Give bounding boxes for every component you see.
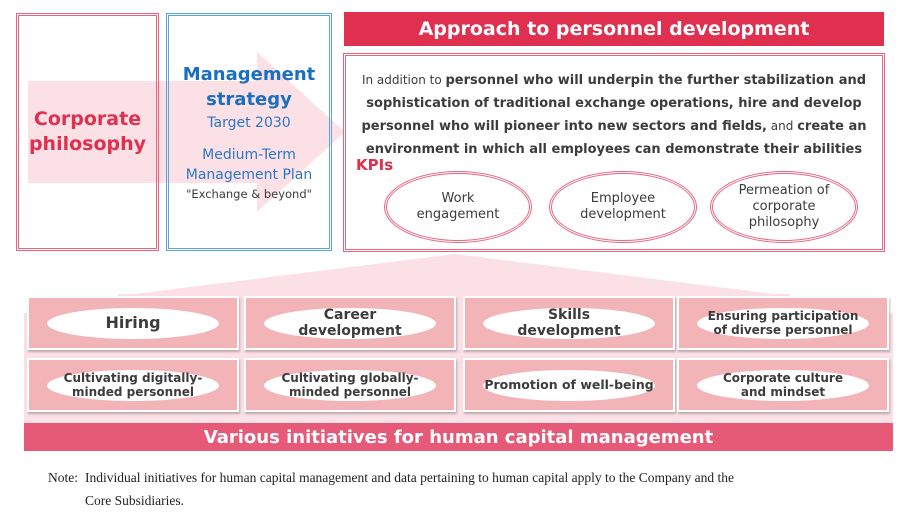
management-strategy-title: Management strategy bbox=[182, 64, 316, 110]
initiative-well-being: Promotion of well-being bbox=[463, 358, 675, 412]
initiative-label: Cultivating globally-minded personnel bbox=[264, 369, 436, 401]
initiative-hiring: Hiring bbox=[27, 296, 239, 350]
initiatives-header-text: Various initiatives for human capital ma… bbox=[203, 426, 714, 448]
approach-header: Approach to personnel development bbox=[344, 12, 884, 46]
initiative-corporate-culture: Corporate culture and mindset bbox=[677, 358, 889, 412]
footnote-label: Note: bbox=[48, 470, 78, 485]
initiative-label: Skills development bbox=[483, 307, 655, 339]
target-2030-label: Target 2030 bbox=[207, 115, 291, 131]
kpi-permeation-of-corporate-philosophy: Permeation of corporate philosophy bbox=[710, 171, 858, 243]
kpi-label: Permeation of corporate philosophy bbox=[738, 183, 830, 230]
kpi-label: Work engagement bbox=[416, 191, 500, 222]
initiative-diverse-personnel: Ensuring participation of diverse person… bbox=[677, 296, 889, 350]
management-strategy-box: Management strategy Target 2030 Medium-T… bbox=[166, 13, 332, 251]
footnote: Note: Individual initiatives for human ca… bbox=[48, 466, 908, 512]
approach-header-text: Approach to personnel development bbox=[418, 18, 810, 40]
footnote-text-1: Individual initiatives for human capital… bbox=[85, 470, 734, 485]
initiative-career-development: Career development bbox=[244, 296, 456, 350]
kpi-label: Employee development bbox=[580, 191, 666, 222]
approach-text-bold-2: create an environment in which all emplo… bbox=[365, 119, 867, 157]
approach-description: In addition to personnel who will underp… bbox=[354, 69, 874, 161]
kpis-label: KPIs bbox=[356, 156, 394, 174]
initiative-label: Ensuring participation of diverse person… bbox=[697, 307, 869, 339]
initiative-label: Career development bbox=[264, 307, 436, 339]
initiatives-header: Various initiatives for human capital ma… bbox=[24, 423, 893, 451]
footnote-line-1: Note: Individual initiatives for human ca… bbox=[48, 466, 908, 489]
medium-term-plan-label: Medium-Term Management Plan bbox=[185, 147, 313, 183]
corporate-philosophy-box: Corporate philosophy bbox=[16, 13, 159, 251]
footnote-line-2: Core Subsidiaries. bbox=[85, 493, 184, 508]
initiative-label: Corporate culture and mindset bbox=[697, 369, 869, 401]
initiative-skills-development: Skills development bbox=[463, 296, 675, 350]
kpi-work-engagement: Work engagement bbox=[384, 171, 532, 243]
initiative-label: Hiring bbox=[47, 307, 219, 339]
approach-text-mid: and bbox=[766, 119, 798, 133]
kpi-employee-development: Employee development bbox=[549, 171, 697, 243]
approach-to-initiatives-fan bbox=[118, 254, 790, 296]
initiative-digitally-minded: Cultivating digitally-minded personnel bbox=[27, 358, 239, 412]
corporate-philosophy-label: Corporate philosophy bbox=[28, 108, 147, 155]
plan-name-label: "Exchange & beyond" bbox=[186, 187, 312, 201]
initiative-label: Cultivating digitally-minded personnel bbox=[47, 369, 219, 401]
initiative-globally-minded: Cultivating globally-minded personnel bbox=[244, 358, 456, 412]
approach-box: In addition to personnel who will underp… bbox=[343, 53, 885, 252]
approach-text-bold-1: personnel who will underpin the further … bbox=[361, 73, 867, 134]
initiative-label: Promotion of well-being bbox=[483, 369, 655, 401]
approach-text-prefix: In addition to bbox=[361, 73, 446, 87]
